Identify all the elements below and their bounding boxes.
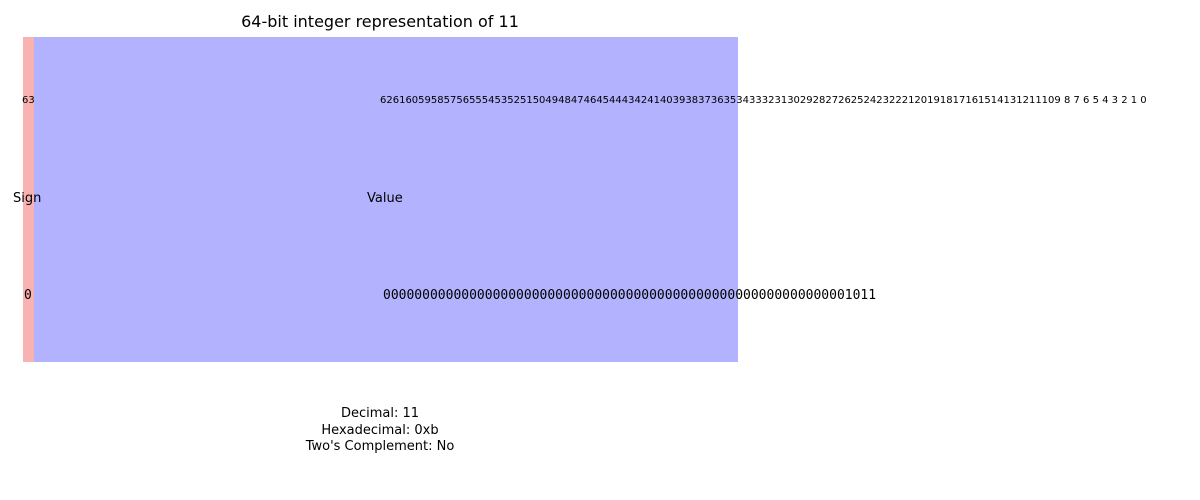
hex-text: Hexadecimal: 0xb: [321, 422, 439, 438]
sign-field-box: [23, 37, 34, 362]
diagram-title: 64-bit integer representation of 11: [241, 12, 519, 31]
sign-label: Sign: [13, 191, 42, 206]
sign-bit: 0: [24, 288, 32, 303]
sign-bit-index: 63: [22, 95, 35, 106]
value-label: Value: [367, 191, 403, 206]
value-bits: 0000000000000000000000000000000000000000…: [383, 288, 877, 303]
info-block: Decimal: 11 Hexadecimal: 0xb Two's Compl…: [230, 406, 530, 456]
value-bit-indices: 6261605958575655545352515049484746454443…: [380, 95, 1147, 106]
twos-complement-text: Two's Complement: No: [305, 439, 455, 454]
value-field-box: [34, 37, 738, 362]
decimal-text: Decimal: 11: [340, 406, 420, 421]
